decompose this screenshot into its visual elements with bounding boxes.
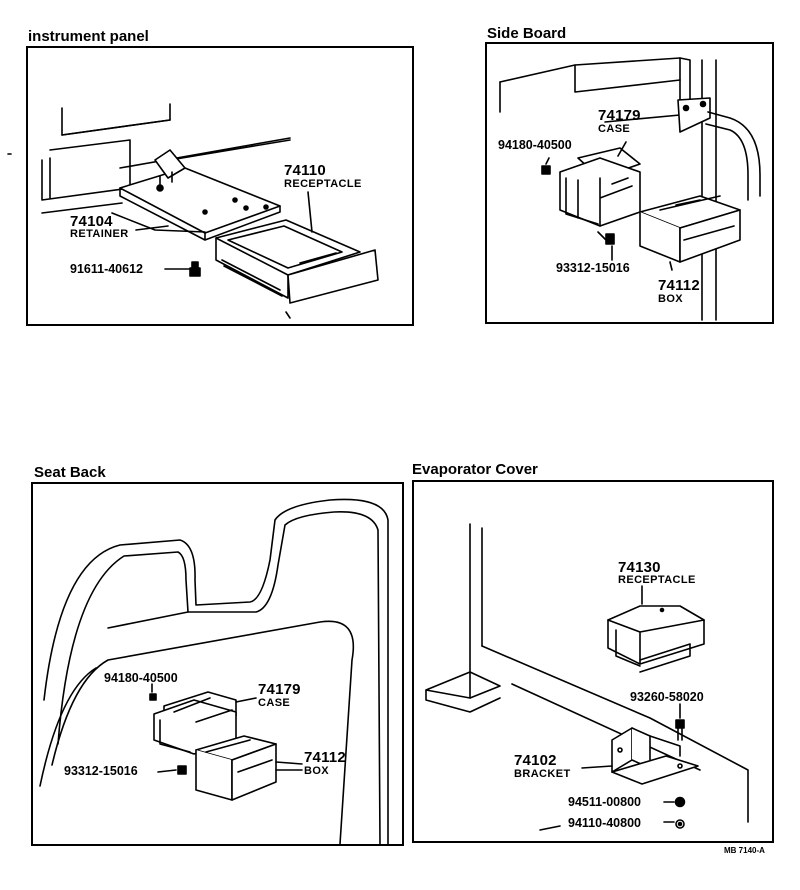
evaporator-cover-title: Evaporator Cover <box>412 461 538 478</box>
screw-91611-shape <box>189 261 201 277</box>
retainer-74104-shape <box>111 149 281 241</box>
part-93260-58020-number: 93260-58020 <box>630 690 704 704</box>
part-74112-name: BOX <box>304 765 330 777</box>
drawing-code: MB 7140-A <box>724 846 765 855</box>
seat-back-drawing <box>39 498 389 845</box>
side-board-title: Side Board <box>487 25 567 42</box>
receptacle-74110-shape <box>215 219 379 304</box>
part-74130-name: RECEPTACLE <box>618 574 696 586</box>
part-93312-15016-number: 93312-15016 <box>64 764 138 778</box>
part-74110-number: 74110 <box>284 162 326 179</box>
part-91611-40612-number: 91611-40612 <box>70 262 143 276</box>
evaporator-cover-drawing <box>425 523 749 831</box>
side-board-drawing <box>499 57 761 321</box>
receptacle-74130-shape <box>607 605 705 673</box>
part-74130-number: 74130 <box>618 559 661 576</box>
box-74112-sideboard-shape <box>639 195 741 263</box>
part-94511-00800-number: 94511-00800 <box>568 795 641 809</box>
part-74179-number: 74179 <box>598 107 641 124</box>
part-74179-number: 74179 <box>258 681 301 698</box>
case-74179-sideboard-shape <box>559 147 641 227</box>
evaporator-cover-frame <box>412 480 774 843</box>
part-94180-40500-number: 94180-40500 <box>104 671 178 685</box>
part-74179-name: CASE <box>258 697 291 709</box>
instrument-panel-title: instrument panel <box>28 28 149 45</box>
part-74102-name: BRACKET <box>514 768 571 780</box>
part-74104-number: 74104 <box>70 213 113 230</box>
part-74110-name: RECEPTACLE <box>284 178 362 190</box>
box-74112-seatback-shape <box>195 735 277 801</box>
part-94180-40500-number: 94180-40500 <box>498 138 572 152</box>
seat-back-title: Seat Back <box>34 464 106 481</box>
part-74112-number: 74112 <box>304 749 346 766</box>
part-74102-number: 74102 <box>514 752 557 769</box>
instrument-panel-drawing <box>7 103 379 319</box>
bracket-74102-shape <box>611 727 699 785</box>
part-74112-number: 74112 <box>658 277 700 294</box>
part-94110-40800-number: 94110-40800 <box>568 816 641 830</box>
part-93312-15016-number: 93312-15016 <box>556 261 630 275</box>
part-74179-name: CASE <box>598 123 631 135</box>
part-74112-name: BOX <box>658 293 684 305</box>
part-74104-name: RETAINER <box>70 228 129 240</box>
